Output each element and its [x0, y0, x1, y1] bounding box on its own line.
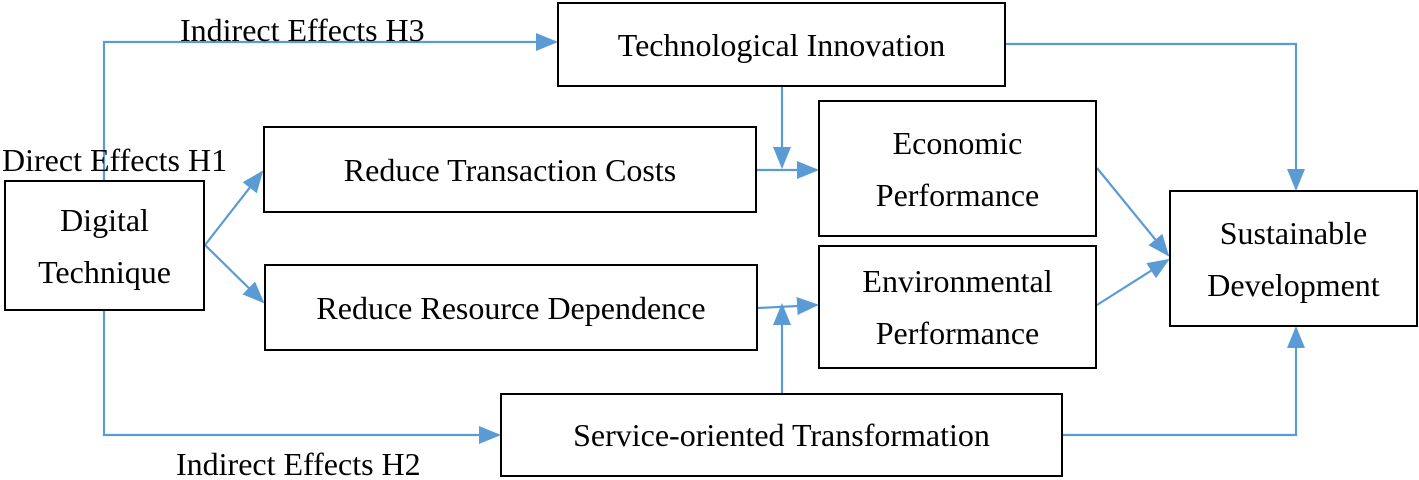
node-service-oriented-transformation: Service-oriented Transformation — [500, 393, 1063, 477]
node-sustainable-development: Sustainable Development — [1169, 190, 1418, 327]
node-reduce-resource-dependence-label: Reduce Resource Dependence — [316, 289, 706, 326]
arrow-environmental-to-sustainable — [1096, 258, 1170, 306]
node-environmental-performance-line-1: Environmental — [862, 263, 1053, 299]
node-sustainable-development-line-1: Sustainable — [1219, 214, 1368, 251]
node-environmental-performance: Environmental Performance — [818, 245, 1097, 369]
arrow-resource-to-environmental — [757, 297, 819, 316]
node-economic-performance-line-1: Economic — [892, 124, 1023, 161]
node-economic-performance-line-2: Performance — [875, 176, 1040, 213]
node-sustainable-development-line-2: Development — [1207, 266, 1380, 303]
edge-label-indirect-h3: Indirect Effects H3 — [180, 12, 425, 48]
node-digital-technique-line-1: Digital — [60, 201, 149, 238]
node-reduce-resource-dependence: Reduce Resource Dependence — [264, 264, 758, 351]
arrow-digital-to-resource-dependence — [204, 244, 265, 304]
edge-label-indirect-h2: Indirect Effects H2 — [176, 446, 421, 480]
node-environmental-performance-line-2: Performance — [875, 315, 1040, 351]
node-economic-performance: Economic Performance — [818, 100, 1097, 237]
node-technological-innovation-label: Technological Innovation — [617, 26, 946, 63]
node-reduce-transaction-costs-label: Reduce Transaction Costs — [343, 151, 677, 188]
arrow-digital-to-transaction-costs — [204, 170, 264, 246]
arrow-economic-to-sustainable — [1096, 167, 1170, 257]
node-technological-innovation: Technological Innovation — [557, 2, 1006, 87]
arrow-service-to-sustainable — [1063, 326, 1305, 437]
node-service-oriented-transformation-label: Service-oriented Transformation — [573, 417, 990, 453]
edge-label-direct-h1: Direct Effects H1 — [2, 142, 228, 178]
arrow-digital-to-service-transformation — [102, 311, 501, 444]
node-digital-technique: Digital Technique — [4, 180, 205, 311]
arrow-innovation-to-sustainable — [1006, 42, 1305, 191]
arrow-digital-to-innovation — [102, 33, 558, 180]
node-reduce-transaction-costs: Reduce Transaction Costs — [263, 126, 757, 213]
node-digital-technique-line-2: Technique — [38, 253, 171, 290]
